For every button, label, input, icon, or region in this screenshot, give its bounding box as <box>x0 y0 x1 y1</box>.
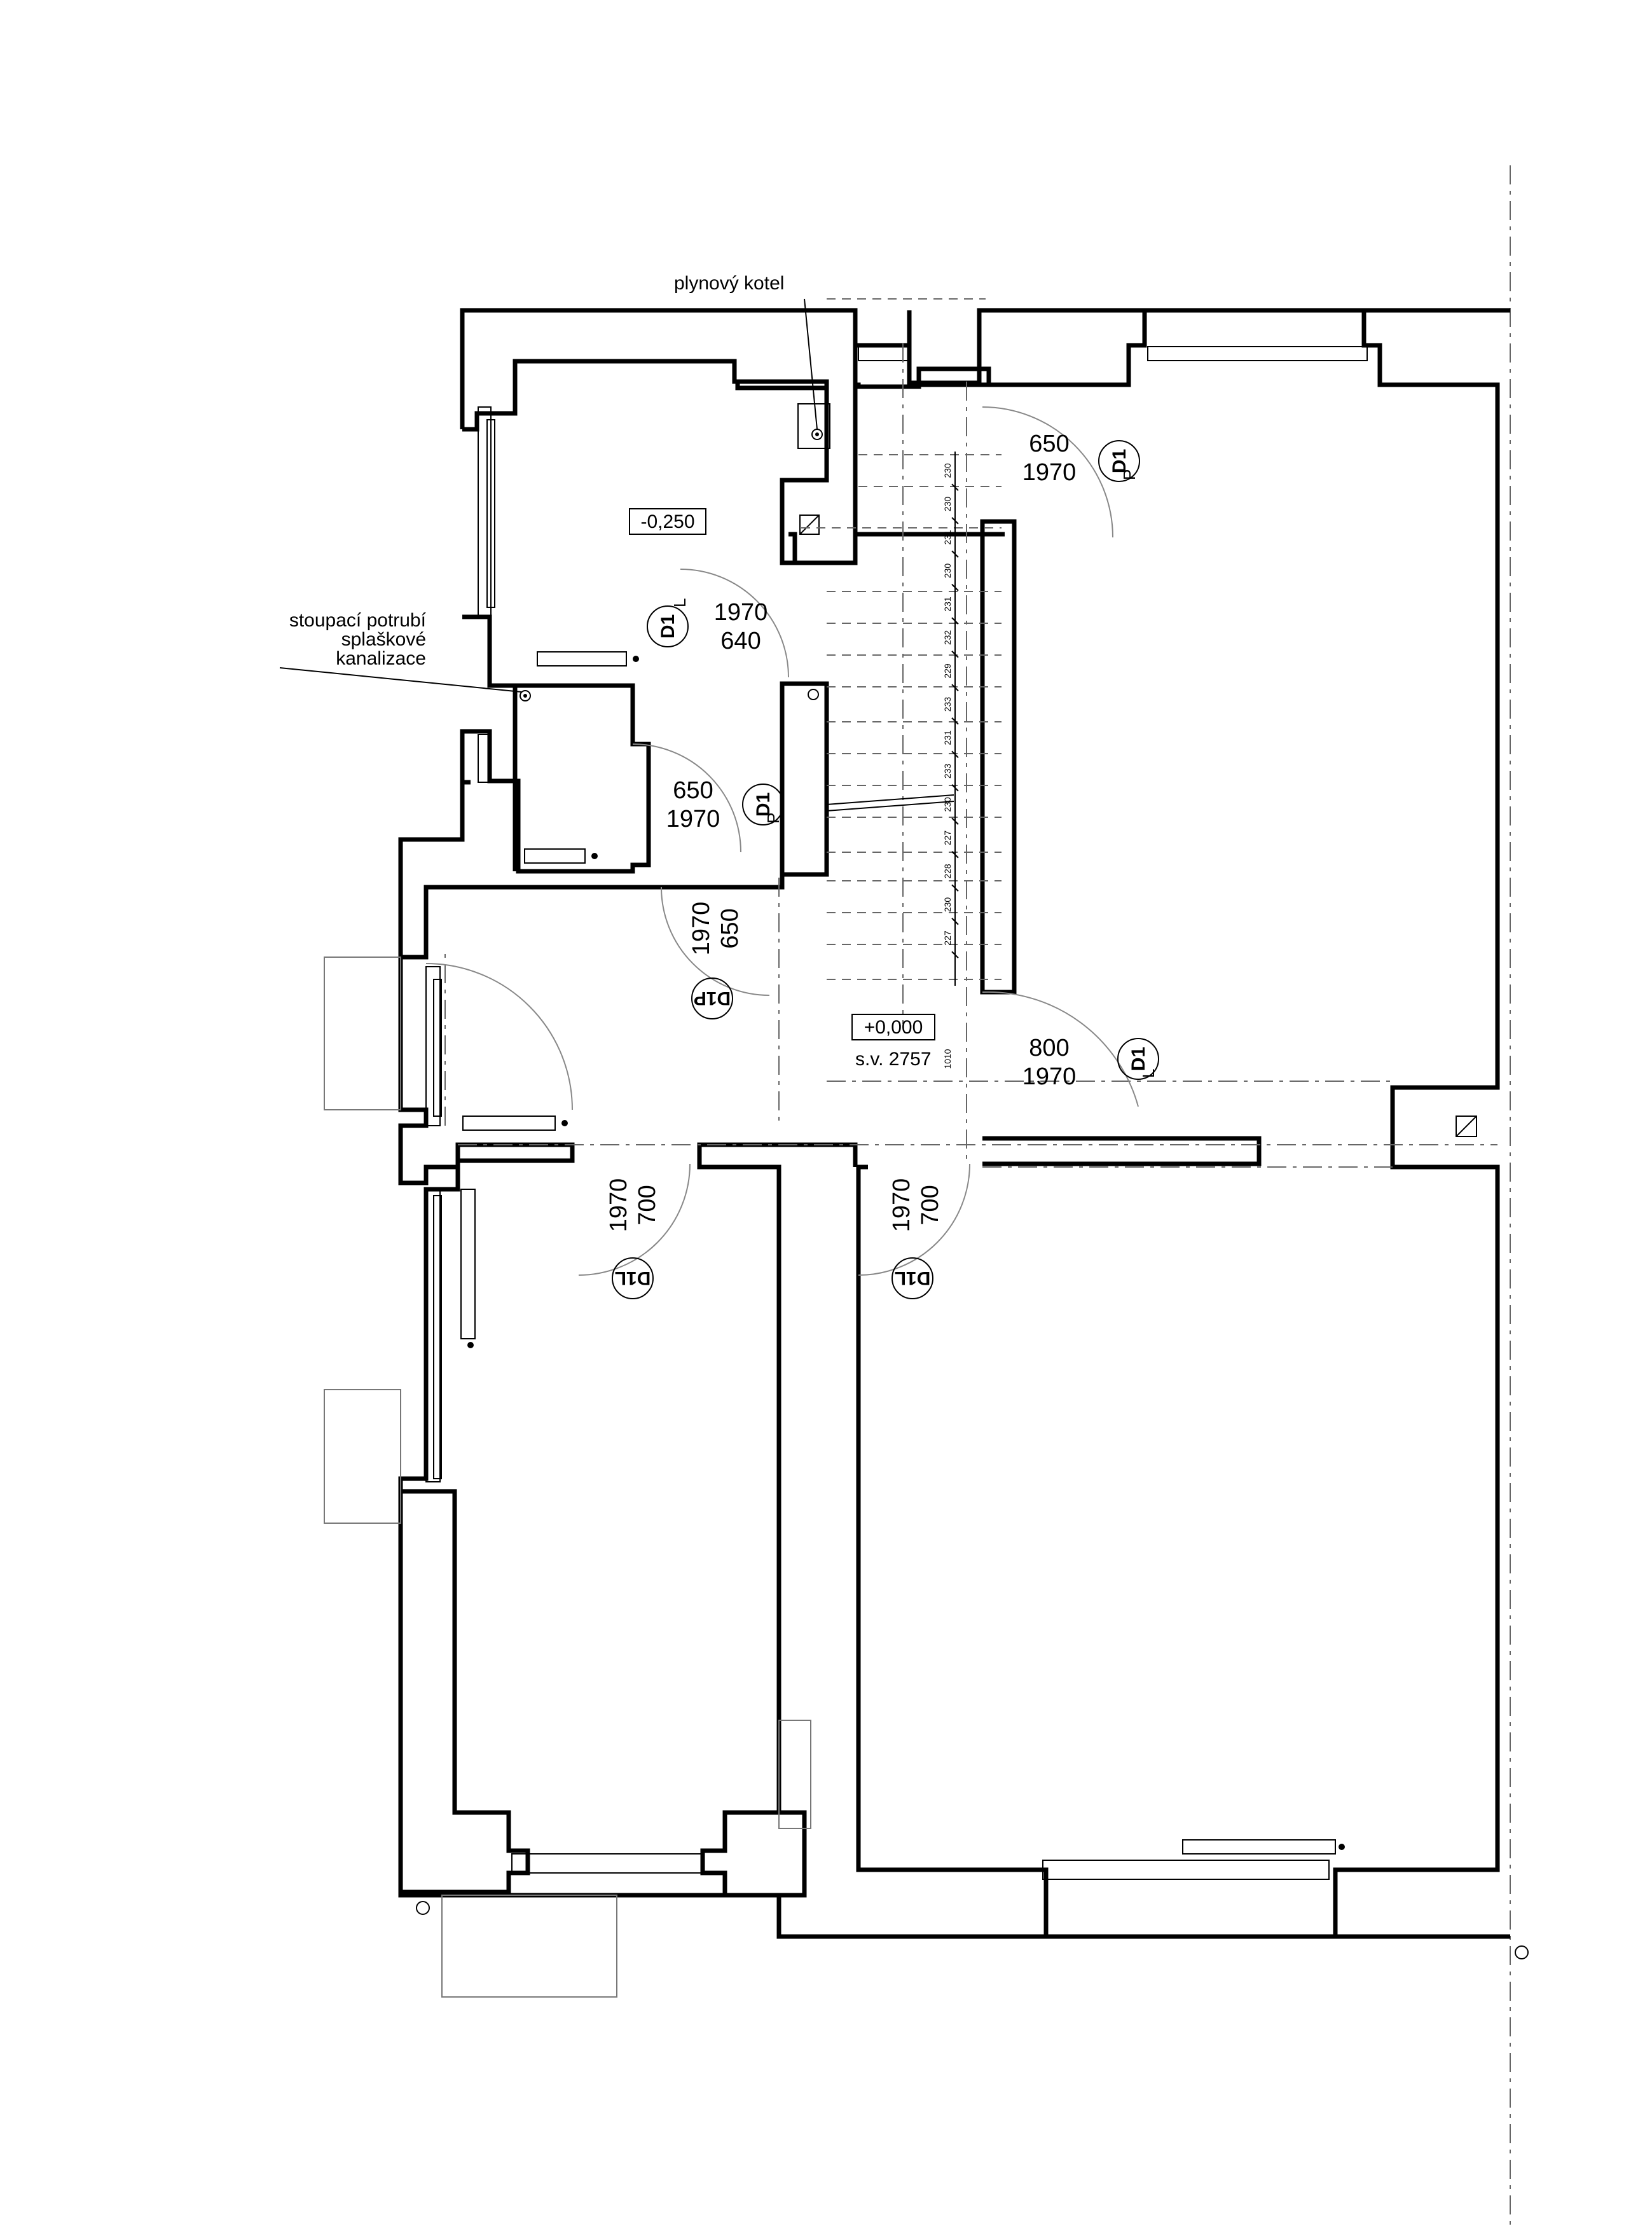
door-tag-hall: 1970 650 D1P <box>688 902 743 1019</box>
stair-riser-label: 231 <box>942 530 953 545</box>
door-code: D1 <box>1128 1047 1149 1071</box>
construction-lines <box>444 298 1497 1168</box>
door-tag-stair: 800 1970 D1 L <box>1022 1035 1159 1090</box>
stair-riser-labels: 230 230 231 230 231 232 229 233 231 233 230 227 228 2… <box>942 463 959 958</box>
stair-riser-label: 232 <box>942 630 953 646</box>
door-height: 1970 <box>1022 459 1077 486</box>
door-height: 1970 <box>1022 1063 1077 1090</box>
left-room-wall <box>398 957 858 1898</box>
stair-riser-label: 233 <box>942 697 953 712</box>
door-tag-wc: 650 1970 D1 P <box>666 777 784 832</box>
large-room-top-wall <box>856 308 1510 1939</box>
door-width: 1970 <box>888 1178 915 1233</box>
door-width: 650 <box>1029 431 1069 457</box>
door-width: 650 <box>673 777 713 804</box>
stair-riser-label: 230 <box>942 797 953 812</box>
stair-riser-label: 230 <box>942 497 953 512</box>
door-height: 640 <box>720 628 761 654</box>
boiler-room-inner-wall <box>462 359 829 565</box>
door-height: 1970 <box>666 806 720 832</box>
door-code: D1L <box>615 1267 651 1288</box>
door-tag-left-room: 1970 700 D1L <box>605 1178 661 1299</box>
door-side: L <box>670 598 689 607</box>
stair-riser-label: 230 <box>942 463 953 478</box>
door-width: 1970 <box>714 599 768 626</box>
door-height: 700 <box>917 1185 944 1225</box>
boiler-label: plynový kotel <box>674 273 784 294</box>
stair-riser-label: 228 <box>942 864 953 879</box>
top-right-outer-wall <box>907 310 1147 387</box>
stair-riser-label: 227 <box>942 831 953 846</box>
door-tag-boiler: 1970 640 D1 L <box>647 598 767 654</box>
sea-level: s.v. 2757 <box>855 1049 932 1070</box>
level-ground: +0,000 <box>864 1017 923 1038</box>
door-height: 650 <box>717 908 743 948</box>
outdoor-pads <box>324 957 811 1998</box>
door-height: 700 <box>634 1185 661 1225</box>
stack-label-2: splaškové <box>341 629 426 650</box>
level-basement: -0,250 <box>640 511 694 532</box>
stair-riser-label: 229 <box>942 663 953 679</box>
door-width: 800 <box>1029 1035 1069 1061</box>
wc-wall <box>460 614 651 874</box>
windows <box>425 346 1368 1880</box>
door-code: D1 <box>1109 449 1130 473</box>
door-code: D1L <box>895 1267 931 1288</box>
stair-riser-label: 227 <box>942 930 953 946</box>
stair-riser-label: 230 <box>942 563 953 579</box>
door-tag-right-room: 1970 700 D1L <box>888 1178 944 1299</box>
corner-marker <box>416 1901 430 1915</box>
door-side: P <box>764 813 783 824</box>
stair-riser-label: 231 <box>942 597 953 612</box>
stack-label-1: stoupací potrubí <box>289 610 427 631</box>
bottom-wall <box>776 1895 1510 1939</box>
stair-landing: 1010 <box>942 1049 953 1068</box>
corner-marker <box>1515 1945 1529 1959</box>
stair-riser-label: 231 <box>942 730 953 745</box>
left-room-outer-wall <box>398 1479 779 1895</box>
door-code: D1P <box>694 988 731 1009</box>
stack-label-3: kanalizace <box>336 648 426 669</box>
door-code: D1 <box>657 614 678 639</box>
door-swings <box>425 406 1139 1276</box>
wc-right-block <box>780 681 829 877</box>
door-tag-top-right: 650 1970 D1 P <box>1022 431 1140 486</box>
door-side: L <box>1139 1069 1158 1078</box>
level-box-basement <box>629 508 706 535</box>
level-box-ground <box>851 1014 935 1040</box>
door-side: P <box>1120 469 1139 480</box>
door-width: 1970 <box>605 1178 632 1233</box>
boiler-fixture <box>279 298 1477 1137</box>
stair-riser-label: 233 <box>942 764 953 779</box>
door-code: D1 <box>753 792 774 817</box>
large-room-top-wall-2 <box>907 308 1364 345</box>
stair-riser-label: 230 <box>942 897 953 913</box>
hall-divider-wall <box>982 1136 1262 1166</box>
radiators <box>460 651 1345 1855</box>
top-right-room-wall <box>853 345 1005 537</box>
door-width: 1970 <box>688 902 715 956</box>
